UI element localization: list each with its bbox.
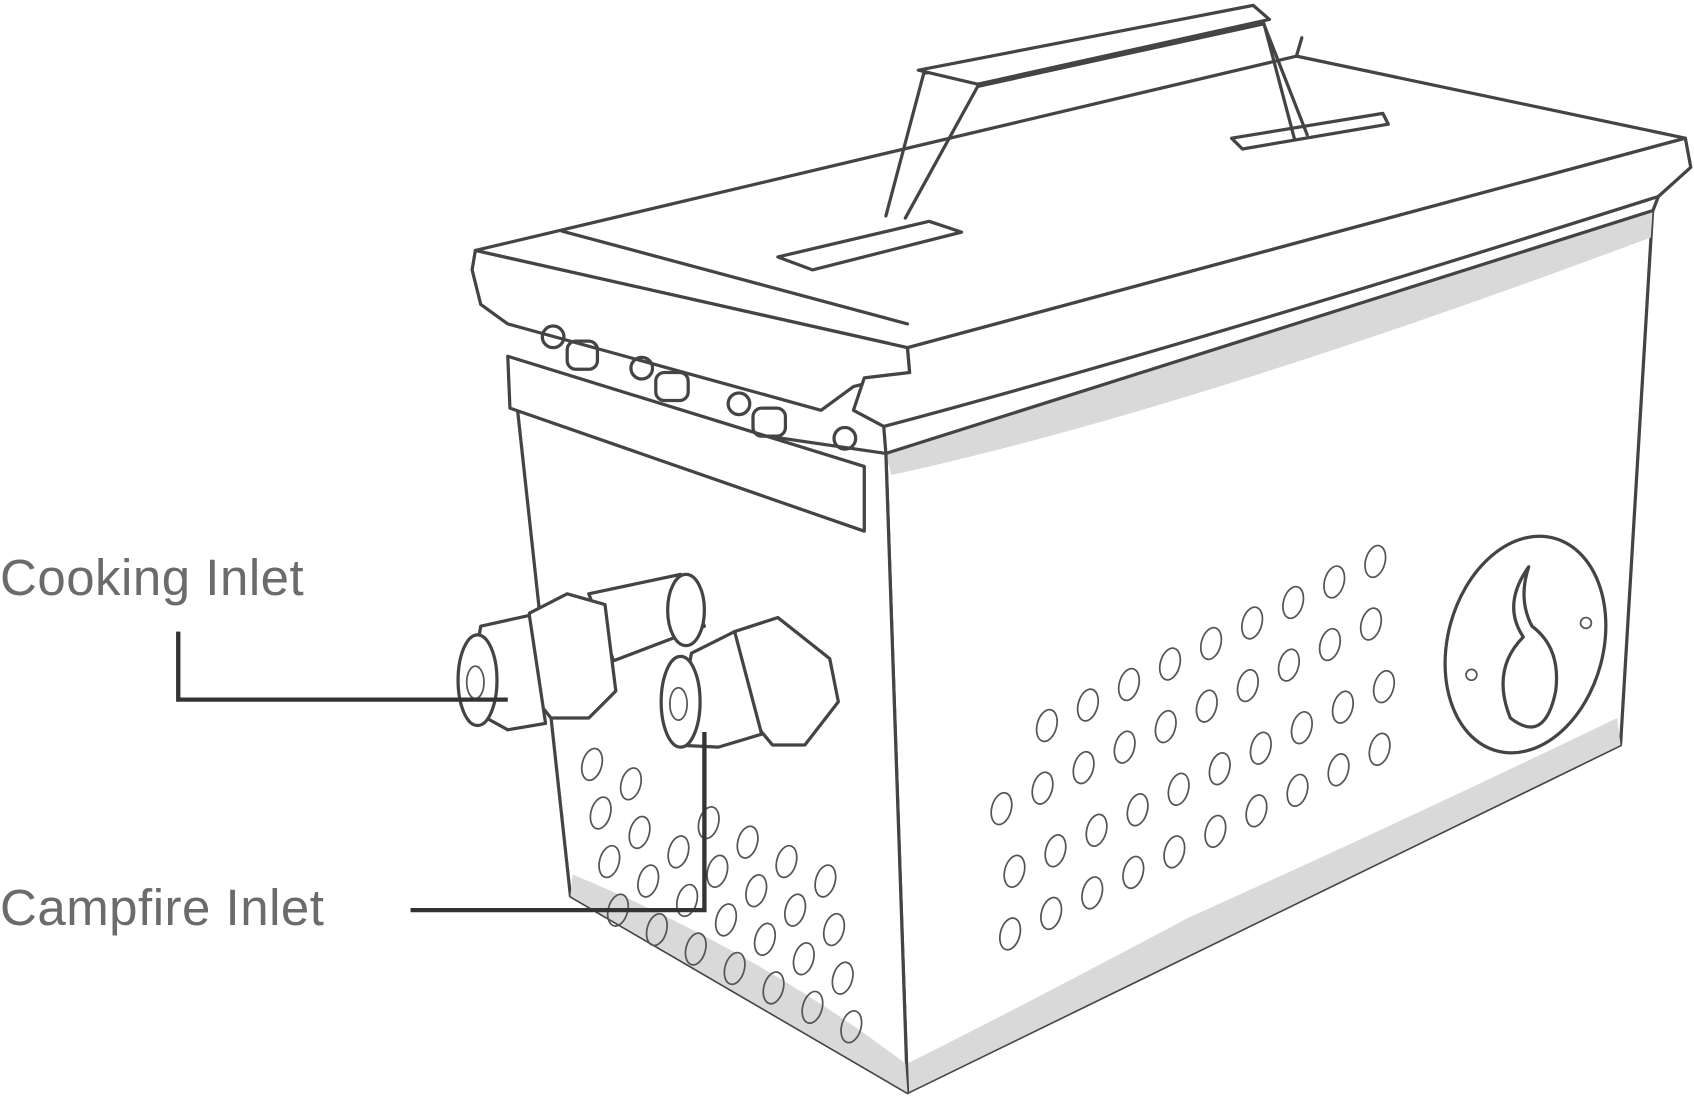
vent-hole <box>1085 813 1108 847</box>
cooking-inlet-label: Cooking Inlet <box>0 549 305 606</box>
flame-icon <box>1501 565 1559 729</box>
vent-hole <box>1208 752 1231 786</box>
vent-hole <box>1158 647 1182 681</box>
flame-emblem <box>1443 534 1608 755</box>
campfire-inlet-label: Campfire Inlet <box>0 879 325 936</box>
vent-hole <box>998 917 1022 951</box>
vent-hole <box>1044 834 1067 868</box>
vent-hole <box>675 883 699 918</box>
vent-hole <box>714 903 738 937</box>
vent-hole <box>589 796 612 830</box>
vent-hole <box>598 844 621 879</box>
vent-hole <box>792 942 815 976</box>
vent-hole <box>1359 607 1383 641</box>
vent-hole <box>736 825 759 859</box>
vent-hole <box>1318 627 1342 662</box>
vent-hole <box>1167 772 1190 806</box>
vent-hole <box>1327 753 1350 787</box>
vent-hole <box>1195 689 1218 723</box>
vent-hole <box>1368 732 1391 766</box>
vent-hole <box>1035 708 1059 743</box>
vent-hole <box>1126 793 1149 827</box>
vent-hole <box>637 864 660 898</box>
campfire-inlet-leader <box>410 731 707 913</box>
vent-hole <box>753 922 777 956</box>
vent-hole <box>1290 710 1313 745</box>
vent-hole <box>1154 709 1177 744</box>
vent-hole <box>645 912 669 947</box>
lid-side <box>851 136 1693 456</box>
vent-hole <box>814 864 837 898</box>
vent-hole <box>1286 773 1309 808</box>
vent-hole <box>990 791 1013 826</box>
vent-hole <box>723 951 746 986</box>
vent-hole <box>801 990 824 1025</box>
vent-hole <box>1076 688 1100 722</box>
vent-hole <box>783 893 807 927</box>
front-bracket <box>506 354 866 533</box>
right-bottom-shadow <box>907 717 1621 1093</box>
vent-hole <box>831 961 854 995</box>
vent-hole <box>1122 855 1145 890</box>
vent-hole <box>684 932 707 966</box>
vent-hole <box>1031 771 1054 805</box>
vent-hole <box>1199 626 1223 661</box>
vent-hole <box>1240 606 1264 640</box>
latches <box>540 324 858 451</box>
vent-hole <box>822 912 846 947</box>
vent-hole <box>1003 854 1026 888</box>
vent-hole <box>745 874 768 908</box>
vent-hole <box>840 1010 863 1044</box>
vent-hole <box>1245 794 1268 828</box>
vent-hole <box>667 835 690 869</box>
vent-hole <box>1282 585 1305 620</box>
vent-hole <box>1117 667 1141 702</box>
campfire-inlet-fitting <box>659 615 840 749</box>
left-bottom-shadow <box>570 874 908 1093</box>
vent-hole <box>1081 876 1104 910</box>
vent-hole <box>1163 835 1186 869</box>
vent-hole <box>1113 730 1136 764</box>
vent-hole <box>619 767 643 801</box>
vent-hole <box>606 893 630 927</box>
vent-holes <box>580 544 1396 1044</box>
vent-hole <box>1204 814 1227 849</box>
vent-hole <box>1372 669 1396 704</box>
vent-hole <box>1277 648 1301 682</box>
vent-hole <box>1040 896 1063 931</box>
vent-hole <box>1249 731 1272 765</box>
vent-hole <box>1331 690 1355 724</box>
vent-hole <box>1323 565 1346 599</box>
vent-hole <box>762 971 785 1005</box>
vent-hole <box>706 854 729 888</box>
vent-hole <box>628 815 651 850</box>
vent-hole <box>580 747 604 782</box>
cooking-inlet-leader <box>176 631 508 702</box>
vent-hole <box>775 844 798 879</box>
lid-rim-line <box>882 194 1660 429</box>
vent-hole <box>1236 668 1259 703</box>
vent-hole <box>1364 544 1387 579</box>
lid-seam <box>560 36 1304 326</box>
handle <box>776 3 1390 272</box>
vent-hole <box>1072 750 1095 785</box>
